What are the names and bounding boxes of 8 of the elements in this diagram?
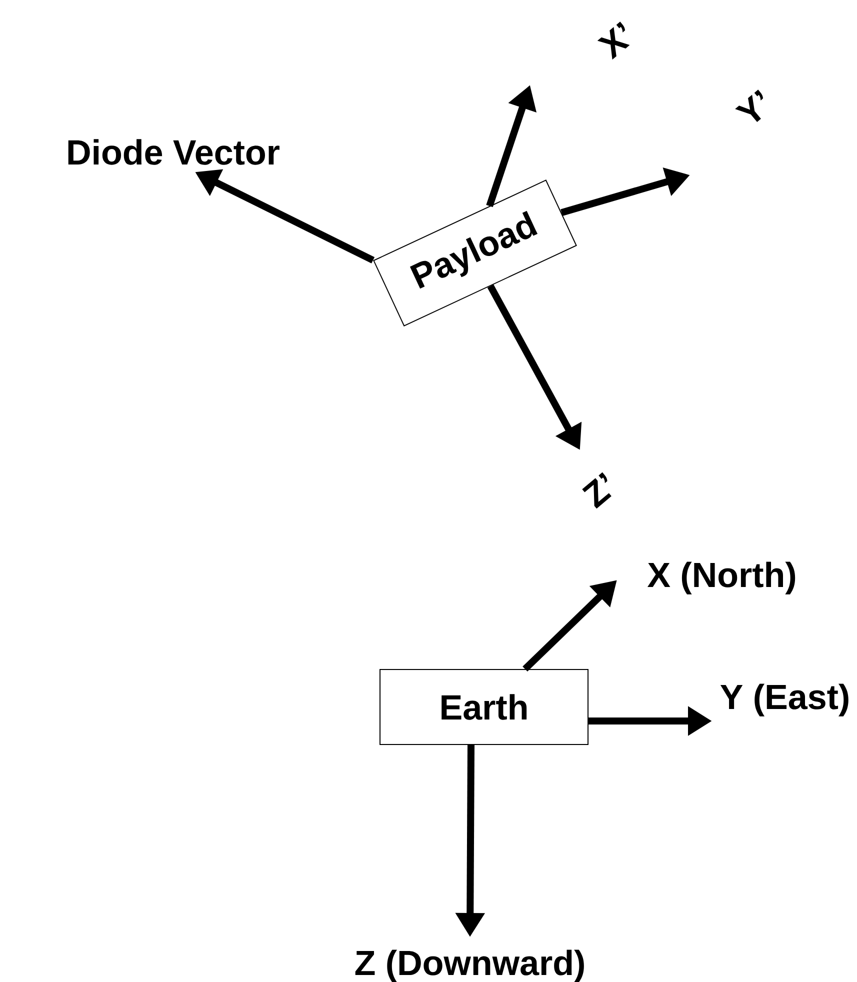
axis-label: Y (East) — [720, 684, 848, 716]
axis-label: Y’ — [735, 90, 764, 122]
axis-label: X (North) — [647, 562, 796, 594]
axis-label: Z (Downward) — [355, 950, 584, 982]
axis-label: Z’ — [582, 472, 612, 509]
earth-box: Earth — [380, 669, 588, 745]
vector-label: Diode Vector — [68, 139, 280, 165]
axis-label: X’ — [597, 22, 630, 60]
